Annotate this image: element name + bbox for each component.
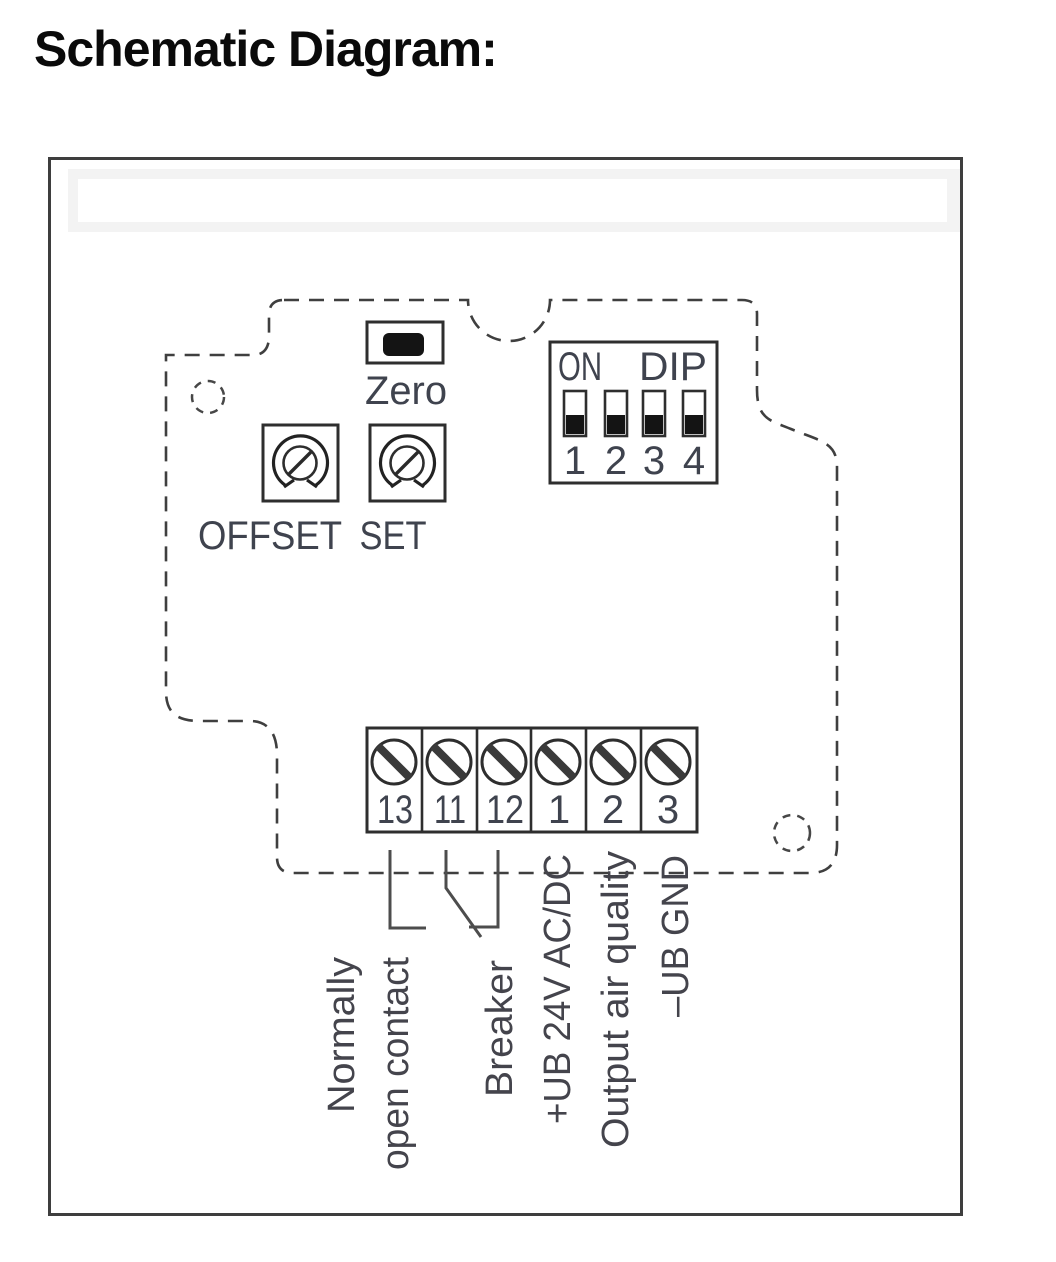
- page-title: Schematic Diagram:: [34, 21, 498, 77]
- header-strip-inner: [78, 179, 947, 222]
- diagram-frame: [48, 157, 963, 1216]
- header-strip: [68, 169, 960, 232]
